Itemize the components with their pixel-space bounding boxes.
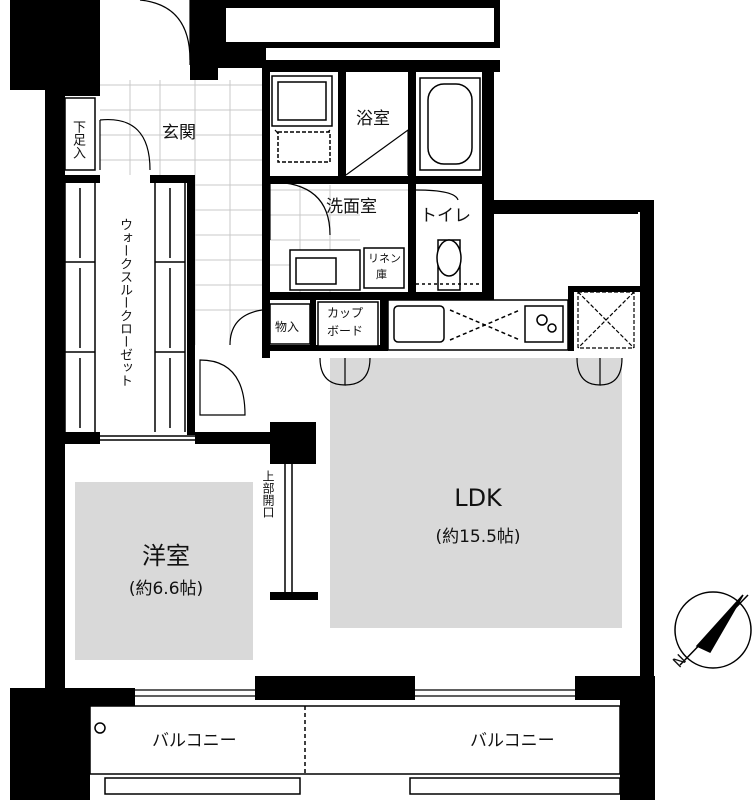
western-room-size-label: (約6.6帖) [128,579,204,599]
ldk-size-label: (約15.5帖) [435,527,521,547]
linen-storage [363,247,405,289]
cupboard-label-2: ボード [327,324,364,338]
balcony [89,705,621,795]
wash-basin [289,249,361,291]
ldk-label: LDK [454,484,502,512]
balcony-right-label: バルコニー [470,731,555,751]
entrance-label: 玄関 [162,123,196,143]
ldk-floor [330,358,622,628]
cupboard-label-1: カップ [327,306,364,320]
bathtub [419,77,481,171]
western-room-label: 洋室 [142,542,190,570]
fridge-space [577,291,635,349]
toilet-fixture [416,239,482,291]
storage-label: 物入 [275,320,300,334]
windows [135,689,575,697]
washroom-label: 洗面室 [326,197,377,217]
shoe-storage-label: 下足入 [70,120,85,159]
closet-shelves [64,183,205,441]
cupboard-box [317,301,379,347]
shoe-cabinet [64,97,96,171]
storage-box [269,303,311,345]
bathroom-label: 浴室 [356,109,390,129]
western-room-floor [75,482,253,660]
linen-label-1: リネン [368,252,401,265]
balcony-left-label: バルコニー [152,731,237,751]
linen-label-2: 庫 [376,268,387,281]
upper-opening-label: 上部開口 [261,470,275,518]
kitchen-counter [387,299,569,351]
upper-opening [284,464,293,592]
north-arrow-icon [674,591,752,669]
toilet-label: トイレ [420,206,471,226]
washing-machine [271,75,333,163]
closet-label: ウォークスルークローゼット [117,218,132,387]
